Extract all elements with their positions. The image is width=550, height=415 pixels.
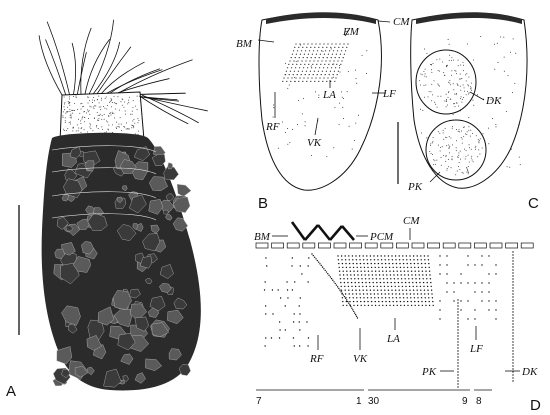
panel-label-b: B: [258, 195, 268, 212]
count-left-end: 1: [356, 396, 362, 407]
panel-label-c: C: [528, 195, 539, 212]
label-d-lf: LF: [469, 343, 483, 355]
panel-b-illustration: BM CM EM LA RF VK LF B: [236, 12, 410, 212]
count-middle-start: 30: [368, 396, 380, 407]
label-d-pcm: PCM: [369, 231, 394, 243]
label-d-cm: CM: [403, 215, 420, 227]
panel-a-illustration: A: [6, 19, 208, 400]
macronucleus-upper: [415, 49, 477, 115]
count-left-start: 7: [256, 396, 262, 407]
label-d-vk: VK: [353, 353, 368, 365]
count-middle-end: 9: [462, 396, 468, 407]
label-d-la: LA: [386, 333, 400, 345]
label-d-pk: PK: [421, 366, 437, 378]
macronucleus-lower: [425, 119, 487, 181]
label-c-dk: DK: [485, 95, 502, 107]
label-b-bm: BM: [236, 38, 253, 50]
panel-label-a: A: [6, 383, 16, 400]
label-b-la: LA: [322, 89, 336, 101]
panel-d-illustration: BM PCM CM LA RF VK LF PK DK 7 1 30 9 8 D: [254, 215, 541, 414]
label-c-pk: PK: [407, 181, 423, 193]
label-b-em: EM: [342, 26, 360, 38]
label-b-rf: RF: [265, 121, 280, 133]
label-d-rf: RF: [309, 353, 324, 365]
label-b-cm: CM: [393, 16, 410, 28]
label-d-bm: BM: [254, 231, 271, 243]
label-b-vk: VK: [307, 137, 322, 149]
panel-c-illustration: DK PK C: [397, 12, 539, 212]
label-d-dk: DK: [521, 366, 538, 378]
label-b-lf: LF: [382, 88, 396, 100]
panel-label-d: D: [530, 397, 541, 414]
count-right: 8: [476, 396, 482, 407]
